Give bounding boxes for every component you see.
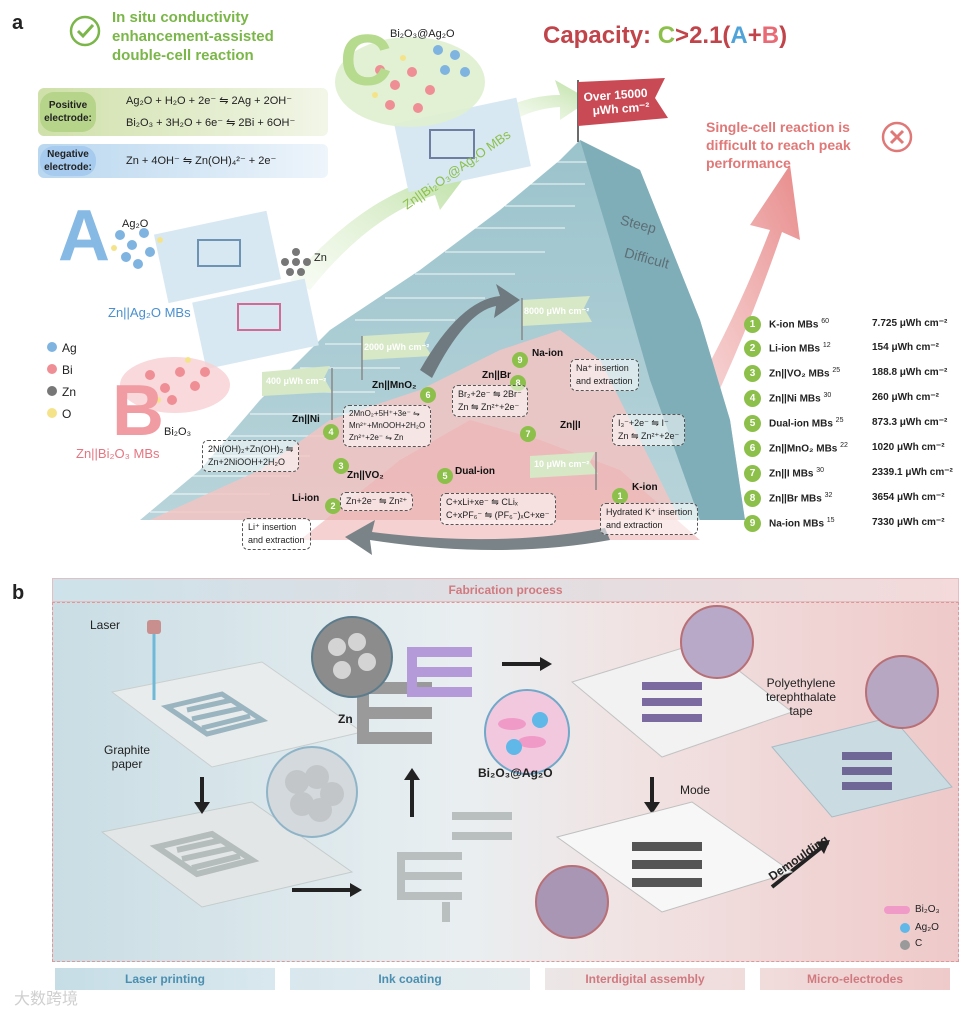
legend-o: O (47, 407, 71, 421)
znni-name: Zn||Ni (292, 414, 320, 425)
c-legend-label: C (915, 938, 923, 949)
laser-label: Laser (90, 618, 121, 632)
c-legend-icon (900, 940, 910, 950)
znbr-name: Zn||Br (482, 370, 511, 381)
bi2o3-legend-icon (884, 906, 910, 914)
ag2o-device (153, 210, 282, 304)
mountain-shadow (580, 140, 745, 520)
negative-equation: Zn + 4OH⁻ ⇋ Zn(OH)₄²⁻ + 2e⁻ (126, 155, 277, 167)
watermark: 大数跨境 (14, 989, 79, 1008)
double-cell-title: In situ conductivity enhancement-assiste… (112, 9, 274, 64)
num-5: 5 (437, 468, 453, 484)
zni-name: Zn||I (560, 420, 581, 431)
capacity-headline: Capacity: C>2.1(A+B) (543, 22, 788, 49)
bi2o3-device (192, 278, 319, 370)
mode-label: Mode (680, 783, 711, 797)
num-7: 7 (520, 426, 536, 442)
grey-arrow-bottom (345, 520, 610, 555)
ag2o-label: Ag₂O (122, 218, 149, 230)
zn-dot-icon (47, 386, 57, 396)
green-arrow-to-flag (500, 80, 590, 122)
bi2o3-legend-label: Bi₂O₃ (915, 904, 940, 915)
num-6: 6 (420, 387, 436, 403)
panel-b-letter: b (12, 582, 25, 604)
ag2o-legend-icon (900, 923, 910, 933)
flag-400 (262, 366, 332, 396)
ag-dot-icon (47, 342, 57, 352)
check-circle-icon (69, 15, 101, 47)
legend-zn: Zn (47, 385, 76, 399)
zn-label: Zn (314, 252, 327, 264)
top-flag-text: Over 15000 μWh cm⁻² (583, 85, 650, 118)
positive-equation-1: Ag₂O + H₂O + 2e⁻ ⇋ 2Ag + 2OH⁻ (126, 95, 293, 107)
mountain-diagram (111, 37, 800, 555)
ag2o-legend-label: Ag₂O (915, 922, 939, 933)
legend-ag: Ag (47, 341, 77, 355)
big-letter-a: A (58, 196, 110, 276)
fabrication-header: Fabrication process (52, 578, 959, 602)
grey-arrow-up (420, 284, 520, 378)
big-letter-c: C (340, 21, 392, 101)
znmno2-name: Zn||MnO₂ (372, 380, 417, 391)
znbr-reaction: Br₂+2e⁻ ⇋ 2Br⁻Zn ⇋ Zn²⁺+2e⁻ (452, 385, 528, 417)
dualion-name: Dual-ion (455, 466, 495, 477)
stage-laser-printing: Laser printing (55, 968, 275, 990)
composite-particles (335, 37, 485, 127)
bi-dot-icon (47, 364, 57, 374)
bi2o3-ag2o-label: Bi₂O₃@Ag₂O (390, 28, 455, 40)
big-letter-b: B (112, 371, 164, 451)
flag-8000-text: 8000 μWh cm⁻² (524, 306, 590, 316)
green-arrow-to-c (290, 160, 470, 290)
bi2o3-ag2o-ink-label: Bi₂O₃@Ag₂O (478, 766, 553, 780)
flag-10 (530, 452, 598, 478)
zn-particles (281, 248, 311, 276)
znni-reaction: 2Ni(OH)₂+Zn(OH)₂ ⇋Zn+2NiOOH+2H₂O (202, 440, 300, 472)
zni-reaction: I₃⁻+2e⁻ ⇋ I⁻Zn ⇋ Zn²⁺+2e⁻ (612, 414, 686, 446)
kion-name: K-ion (632, 482, 658, 493)
flag-2000-text: 2000 μWh cm⁻² (364, 342, 430, 352)
panel-a-letter: a (12, 12, 24, 34)
naion-name: Na-ion (532, 348, 564, 359)
top-flag (578, 78, 668, 126)
single-cell-warning: Single-cell reaction is difficult to rea… (706, 119, 851, 171)
zn-bi2o3-mbs-label: Zn||Bi₂O₃ MBs (76, 446, 160, 461)
num-2: 2 (325, 498, 341, 514)
bi2o3-label: Bi₂O₃ (164, 426, 192, 438)
znvo2-reaction: Zn+2e⁻ ⇋ Zn²⁺ (340, 492, 414, 511)
num-3: 3 (333, 458, 349, 474)
fabrication-drawing (100, 605, 953, 939)
stage-micro-electrodes: Micro-electrodes (760, 968, 950, 990)
cross-circle-icon (881, 121, 913, 153)
o-dot-icon (47, 408, 57, 418)
stage-ink-coating: Ink coating (290, 968, 530, 990)
liion-name: Li-ion (292, 493, 320, 504)
num-1: 1 (612, 488, 628, 504)
znvo2-name: Zn||VO₂ (347, 470, 384, 481)
legend-bi: Bi (47, 363, 73, 377)
flag-400-text: 400 μWh cm⁻² (266, 376, 327, 386)
num-4: 4 (323, 424, 339, 440)
bi2o3-particles (120, 357, 230, 413)
num-9: 9 (512, 352, 528, 368)
flag-10-text: 10 μWh cm⁻² (534, 459, 590, 469)
flag-2000 (362, 332, 432, 360)
flag-8000 (522, 296, 592, 326)
positive-equation-2: Bi₂O₃ + 3H₂O + 6e⁻ ⇋ 2Bi + 6OH⁻ (126, 117, 296, 129)
zn-ag2o-mbs-label: Zn||Ag₂O MBs (108, 305, 191, 320)
ag2o-particles (111, 228, 163, 269)
stage-interdigital-assembly: Interdigital assembly (545, 968, 745, 990)
zn-ink-label: Zn (338, 712, 353, 726)
